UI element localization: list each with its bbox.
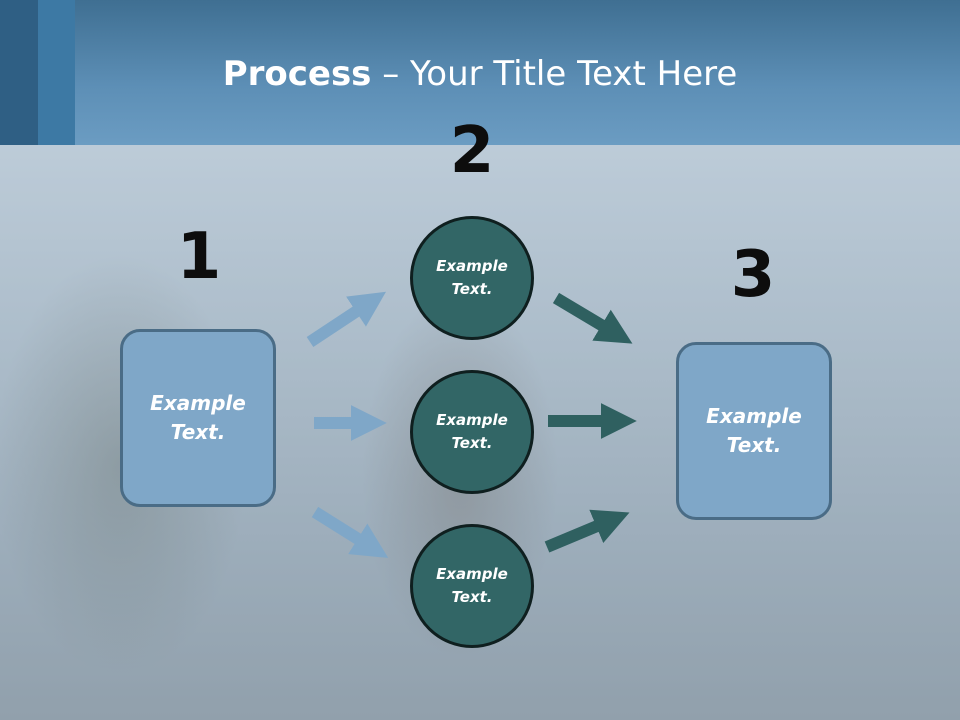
circle-top-line2: Text. xyxy=(451,280,493,298)
title-rest-part: – Your Title Text Here xyxy=(371,54,738,94)
header-accent-band xyxy=(0,0,38,145)
circle-top-line1: Example xyxy=(436,257,508,275)
circle-bottom-line2: Text. xyxy=(451,588,493,606)
step-1-text: Example Text. xyxy=(150,389,246,447)
circle-bottom: Example Text. xyxy=(410,524,534,648)
step-number-2: 2 xyxy=(449,114,495,188)
title-bar: Process – Your Title Text Here xyxy=(0,0,960,145)
step-number-3: 3 xyxy=(730,238,776,312)
step-1-text-line1: Example xyxy=(150,391,246,415)
circle-middle-text: Example Text. xyxy=(436,409,508,455)
step-3-text-line1: Example xyxy=(706,404,802,428)
header-accent-band-light xyxy=(38,0,75,145)
step-number-1: 1 xyxy=(176,220,222,294)
step-1-text-line2: Text. xyxy=(170,420,226,444)
circle-bottom-line1: Example xyxy=(436,565,508,583)
circle-middle-line2: Text. xyxy=(451,434,493,452)
circle-bottom-text: Example Text. xyxy=(436,563,508,609)
circle-top-text: Example Text. xyxy=(436,255,508,301)
circle-middle-line1: Example xyxy=(436,411,508,429)
step-3-text: Example Text. xyxy=(706,402,802,460)
slide-title: Process – Your Title Text Here xyxy=(0,52,960,96)
circle-top: Example Text. xyxy=(410,216,534,340)
step-3-text-line2: Text. xyxy=(726,433,782,457)
title-bold-part: Process xyxy=(222,54,372,94)
step-3-box: Example Text. xyxy=(676,342,832,520)
step-1-box: Example Text. xyxy=(120,329,276,507)
circle-middle: Example Text. xyxy=(410,370,534,494)
